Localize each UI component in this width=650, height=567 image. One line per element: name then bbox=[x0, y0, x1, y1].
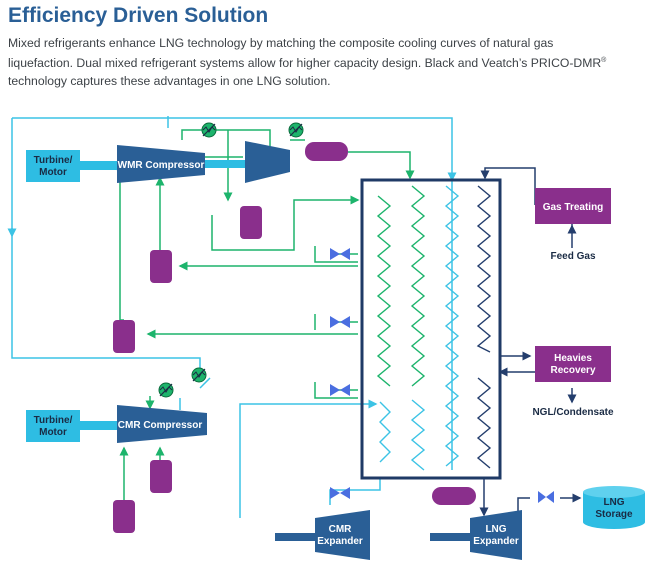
lng-storage-line1: LNG bbox=[603, 497, 624, 508]
gas-treating-label: Gas Treating bbox=[543, 202, 604, 213]
page-title: Efficiency Driven Solution bbox=[8, 4, 269, 27]
wmr-compressor-label: WMR Compressor bbox=[118, 160, 205, 171]
gas-treating-box bbox=[535, 188, 611, 224]
wmr-compressor-stage2 bbox=[245, 141, 290, 183]
turbine-top-line2: Motor bbox=[39, 167, 67, 178]
vessel-cmr-2 bbox=[113, 500, 135, 533]
cold-box-heat-exchanger bbox=[360, 178, 502, 480]
valve-2 bbox=[330, 316, 350, 328]
heavies-recovery-line1: Heavies bbox=[554, 353, 592, 364]
lng-storage-line2: Storage bbox=[595, 509, 633, 520]
lng-storage-tank bbox=[583, 486, 645, 529]
cmr-refrigerant-lines bbox=[7, 116, 457, 518]
heavies-recovery-line2: Recovery bbox=[550, 365, 595, 376]
cmr-expander-shaft bbox=[275, 533, 315, 541]
cmr-expander-line1: CMR bbox=[329, 524, 353, 535]
cmr-cooler-1 bbox=[158, 382, 174, 398]
cmr-expander-line2: Expander bbox=[317, 536, 363, 547]
vessel-cmr-1 bbox=[150, 460, 172, 493]
ngl-condensate-label: NGL/Condensate bbox=[532, 407, 614, 418]
turbine-motor-top bbox=[26, 150, 80, 182]
separator-drum-top bbox=[305, 142, 348, 161]
intro-text: Mixed refrigerants enhance LNG technolog… bbox=[8, 36, 602, 71]
feed-gas-label: Feed Gas bbox=[550, 251, 595, 262]
cmr-compressor-label: CMR Compressor bbox=[118, 420, 203, 431]
drive-shaft-bottom bbox=[80, 421, 118, 430]
valve-3 bbox=[330, 384, 350, 396]
lng-expander-line1: LNG bbox=[485, 524, 506, 535]
heat-exchanger-coils bbox=[376, 185, 492, 471]
wmr-cooler-1 bbox=[201, 122, 217, 138]
valve-4 bbox=[330, 487, 350, 499]
lng-expander-line2: Expander bbox=[473, 536, 519, 547]
turbine-bottom-line1: Turbine/ bbox=[34, 415, 73, 426]
intro-paragraph: Mixed refrigerants enhance LNG technolog… bbox=[8, 34, 608, 90]
wmr-cooler-2 bbox=[288, 122, 304, 138]
drive-shaft-wmr bbox=[205, 160, 245, 168]
wmr-refrigerant-lines bbox=[115, 129, 415, 500]
vessel-wmr-2 bbox=[150, 250, 172, 283]
cmr-cooler-2 bbox=[191, 367, 207, 383]
cmr-expander bbox=[315, 510, 370, 560]
lng-separator-drum bbox=[432, 487, 476, 505]
vessel-wmr-1 bbox=[240, 206, 262, 239]
heavies-recovery-box bbox=[535, 346, 611, 382]
lng-expander-shaft bbox=[430, 533, 470, 541]
drive-shaft-top bbox=[80, 161, 118, 170]
vessel-wmr-3 bbox=[113, 320, 135, 353]
cmr-compressor bbox=[117, 405, 207, 443]
valve-5 bbox=[538, 491, 554, 503]
turbine-motor-bottom bbox=[26, 410, 80, 442]
turbine-bottom-line2: Motor bbox=[39, 427, 67, 438]
intro-text-end: technology captures these advantages in … bbox=[8, 74, 331, 89]
lng-expander bbox=[470, 510, 522, 560]
registered-mark: ® bbox=[601, 57, 607, 64]
wmr-compressor bbox=[117, 145, 205, 183]
turbine-top-line1: Turbine/ bbox=[34, 155, 73, 166]
valve-1 bbox=[330, 248, 350, 260]
